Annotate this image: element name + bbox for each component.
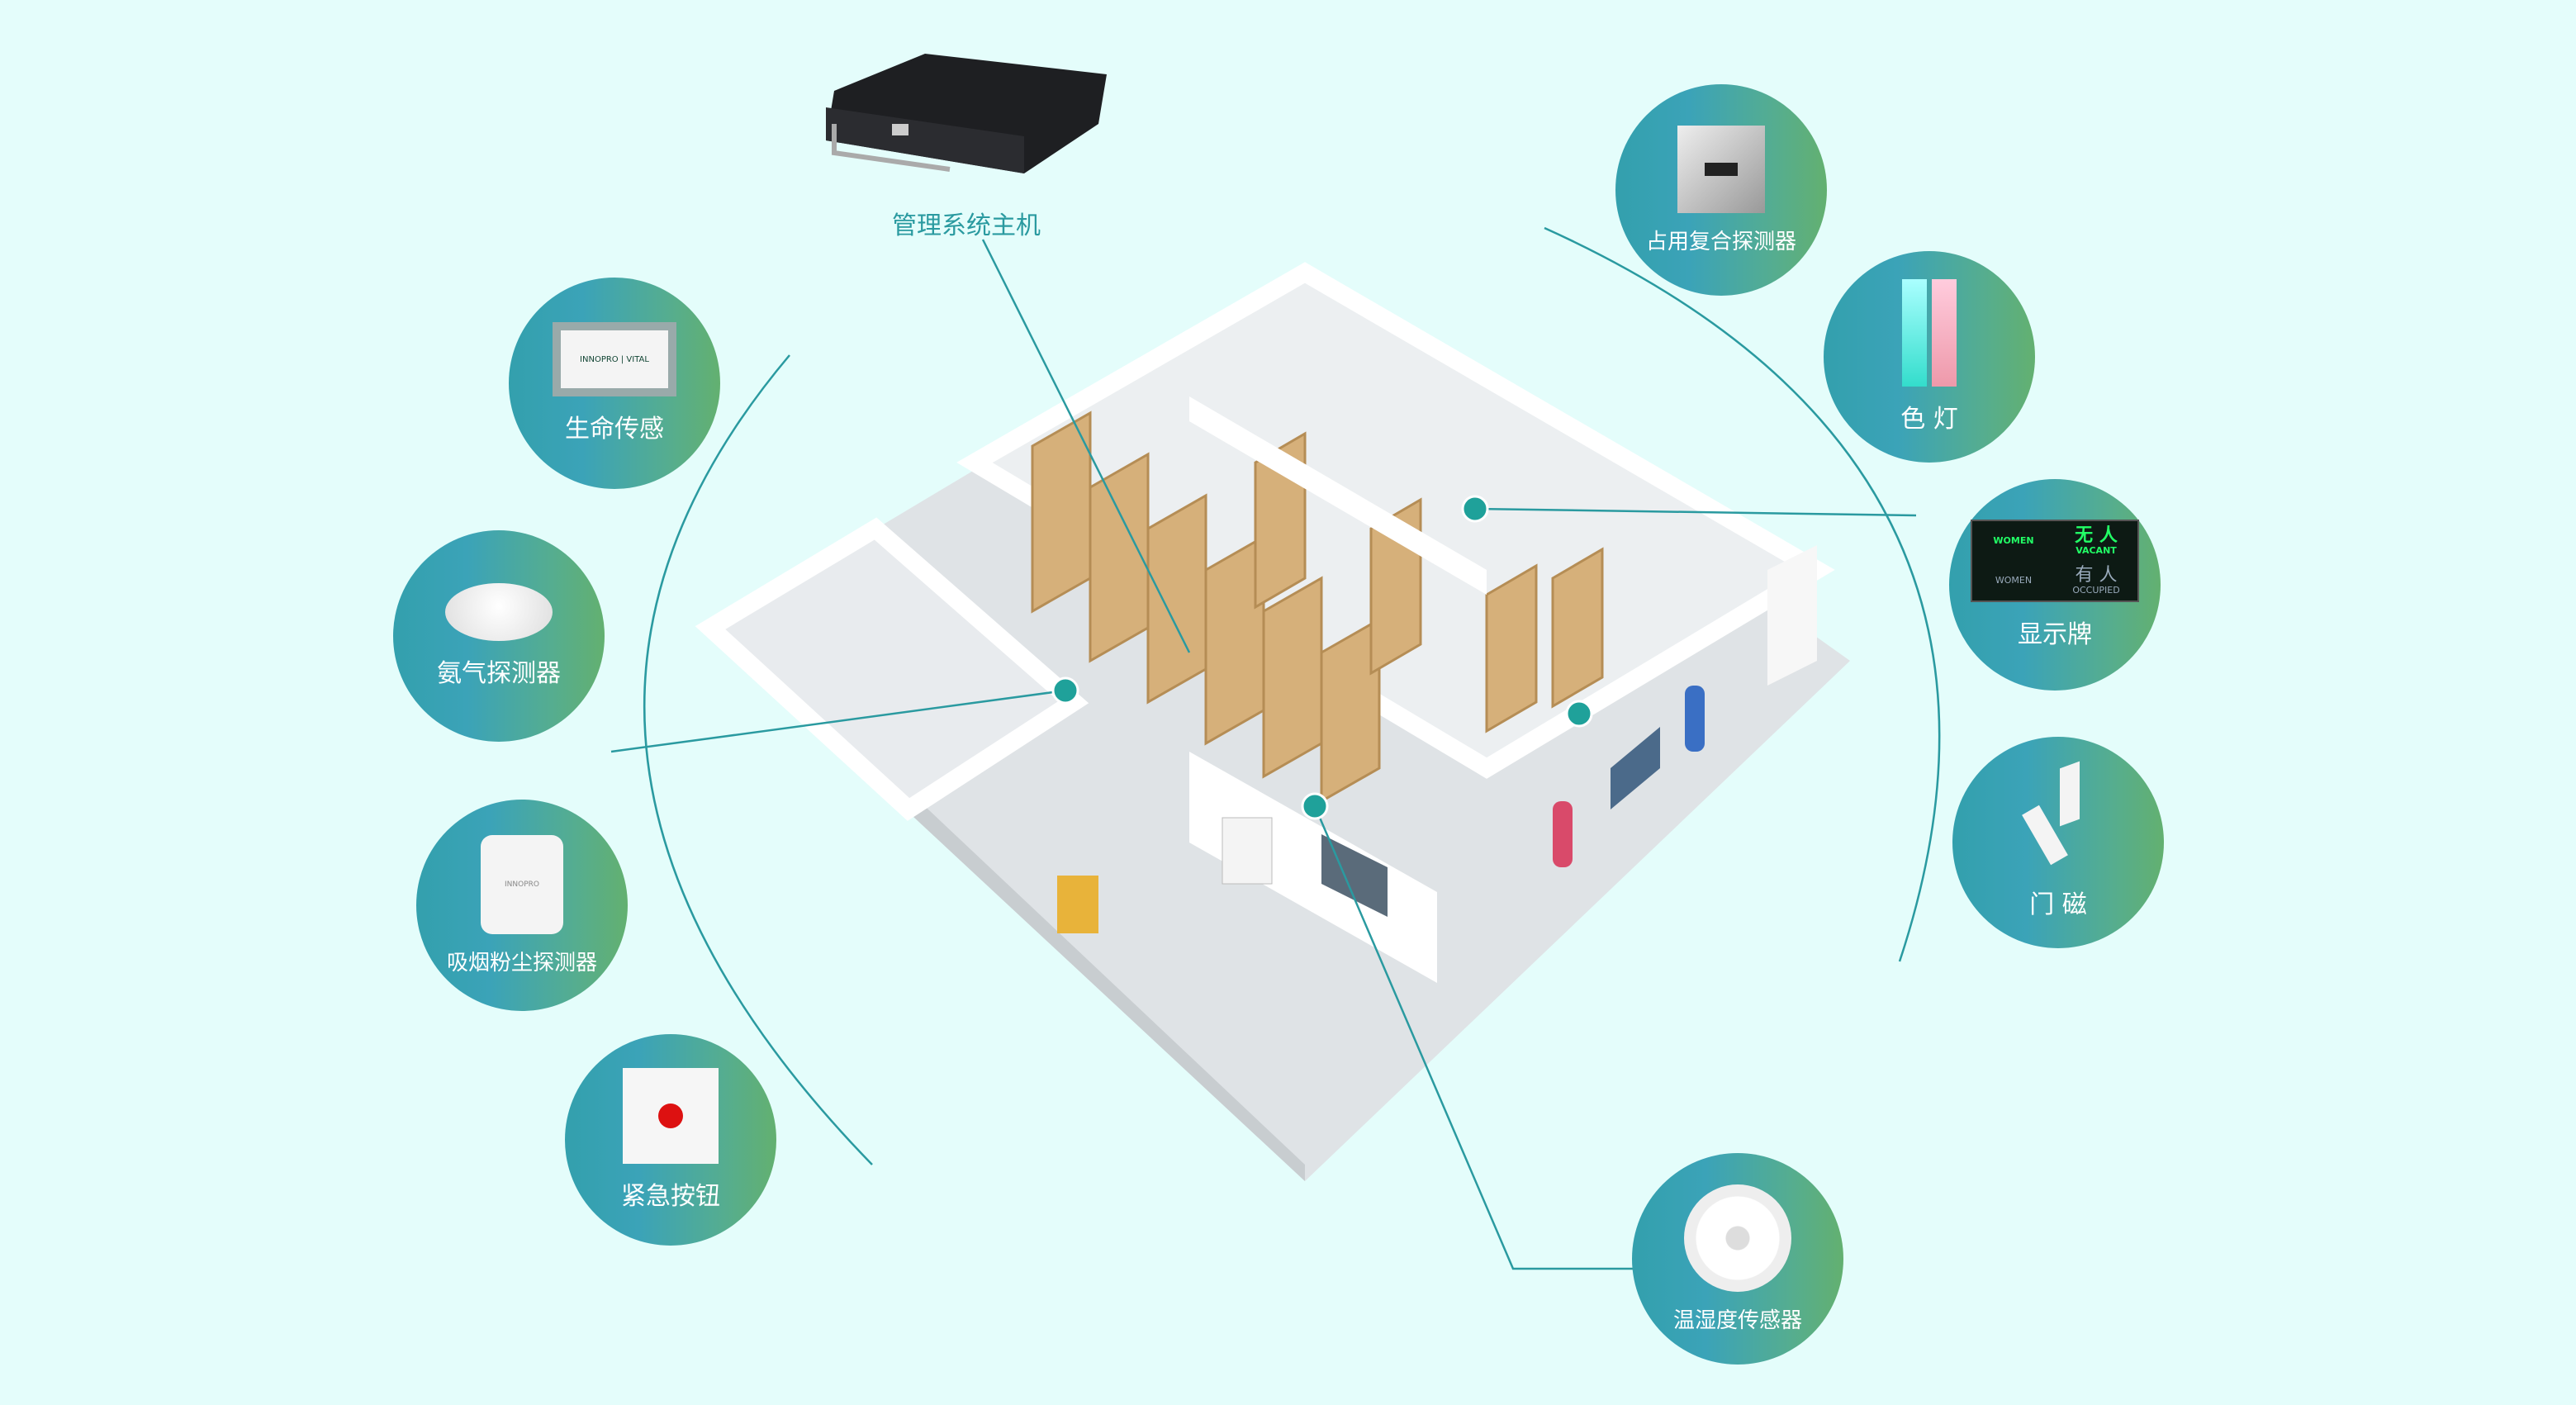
- node-emergency-button[interactable]: 紧急按钮: [565, 1034, 776, 1246]
- host-line: [981, 239, 1191, 653]
- floorplan: [695, 262, 1850, 1181]
- occupancy-detector-icon: [1677, 125, 1765, 213]
- sensor-dots: [1051, 495, 1593, 820]
- women-sign: [1553, 801, 1573, 867]
- host-label: 管理系统主机: [892, 211, 1041, 240]
- partition-wall: [1189, 752, 1437, 983]
- left-arc: [643, 354, 873, 1165]
- node-smoke-detector[interactable]: INNOPRO 吸烟粉尘探测器: [416, 800, 628, 1011]
- color-light-icon: [1872, 279, 1987, 387]
- accessible-sign: [1057, 876, 1098, 933]
- node-ammonia-detector[interactable]: 氨气探测器: [393, 530, 605, 742]
- accessible-room: [695, 517, 1089, 821]
- smoke-detector-icon: INNOPRO: [481, 834, 563, 934]
- node-color-light[interactable]: 色 灯: [1824, 251, 2035, 463]
- door-magnet-icon: [2000, 761, 2116, 872]
- life-sensor-icon: INNOPRO | VITAL: [553, 322, 676, 396]
- emergency-button-icon: [623, 1068, 719, 1164]
- connector-lines: [610, 226, 1941, 1270]
- host-device: [826, 54, 1107, 173]
- node-temp-humidity-sensor[interactable]: 温湿度传感器: [1632, 1153, 1843, 1365]
- node-door-magnet[interactable]: 门 磁: [1952, 737, 2164, 948]
- temp-humidity-sensor-icon: [1684, 1184, 1791, 1292]
- men-sign: [1685, 686, 1705, 752]
- node-occupancy-detector[interactable]: 占用复合探测器: [1615, 84, 1827, 296]
- ammonia-detector-icon: [445, 583, 553, 641]
- right-arc: [1544, 226, 1941, 962]
- node-life-sensor[interactable]: INNOPRO | VITAL 生命传感: [509, 278, 720, 489]
